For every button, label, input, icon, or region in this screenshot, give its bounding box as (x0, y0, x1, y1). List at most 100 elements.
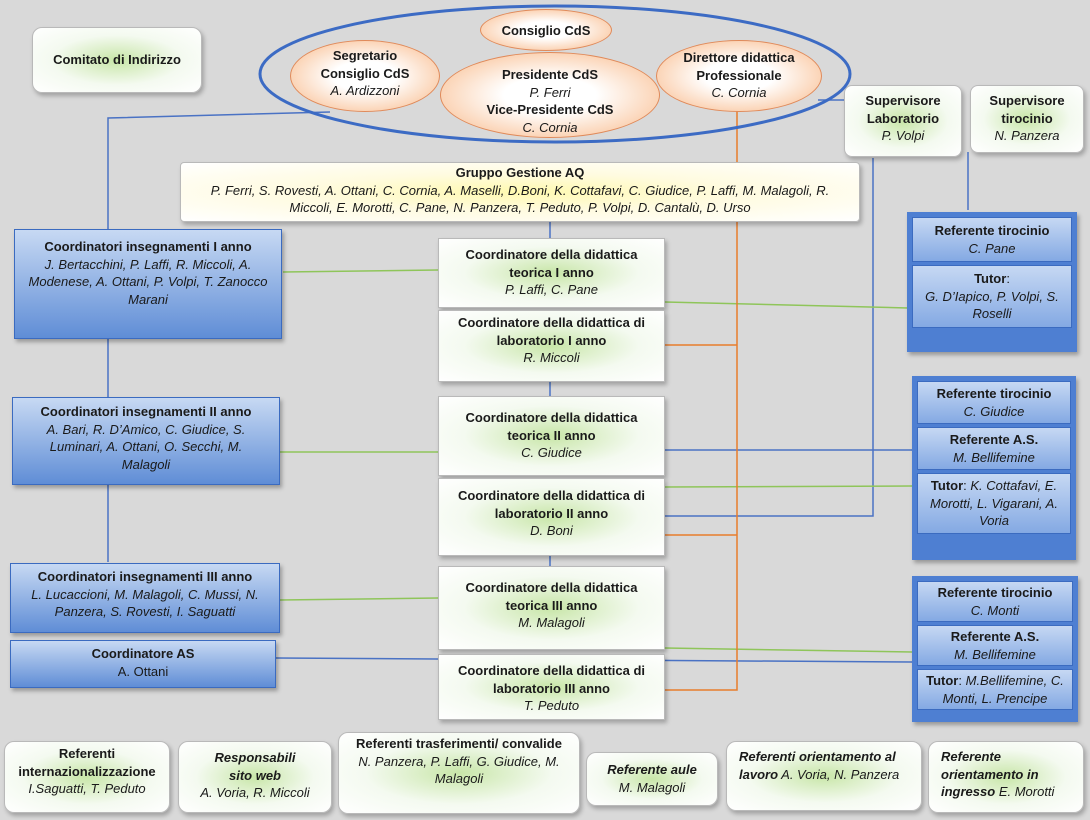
did-lab2-title: Coordinatore della didattica di laborato… (457, 488, 646, 521)
direttore-name: C. Cornia (711, 85, 767, 101)
coord1-title: Coordinatori insegnamenti I anno (44, 239, 252, 254)
aule-names: M. Malagoli (618, 779, 686, 795)
coord2-names: A. Bari, R. D’Amico, C. Giudice, S. Lumi… (46, 421, 246, 472)
line-c1-d1 (282, 269, 439, 273)
aule-title: Referente aule (607, 762, 697, 777)
line-direttore (665, 108, 738, 691)
tutor-iii: Tutor: M.Bellifemine, C. Monti, L. Prenc… (917, 669, 1073, 711)
did-lab3-title: Coordinatore della didattica di laborato… (457, 663, 646, 696)
comitato-box: Comitato di Indirizzo (32, 27, 202, 93)
segretario-name: A. Ardizzoni (330, 83, 400, 99)
did-lab2-name: D. Boni (530, 523, 573, 539)
internazionalizzazione-box: Referenti internazionalizzazione I.Sagua… (4, 741, 170, 813)
trasferimenti-box: Referenti trasferimenti/ convalide N. Pa… (338, 732, 580, 814)
coordinatori-ii-anno-box: Coordinatori insegnamenti II anno A. Bar… (12, 397, 280, 485)
did-teo1-title: Coordinatore della didattica teorica I a… (465, 247, 638, 280)
tutor-i: Tutor: G. D’Iapico, P. Volpi, S. Roselli (912, 265, 1072, 328)
did-teo2-title: Coordinatore della didattica teorica II … (465, 410, 638, 443)
sup-lab-name: P. Volpi (881, 128, 925, 144)
coord3-names: L. Lucaccioni, M. Malagoli, C. Mussi, N.… (31, 586, 259, 620)
line-d3-ref3 (664, 647, 913, 653)
ref3-as-name: M. Bellifemine (954, 646, 1036, 662)
tutor-ii: Tutor: K. Cottafavi, E. Morotti, L. Viga… (917, 473, 1071, 534)
referente-as-ii: Referente A.S. M. Bellifemine (917, 427, 1071, 471)
didattica-teorica-ii-box: Coordinatore della didattica teorica II … (438, 396, 665, 476)
gruppo-members: P. Ferri, S. Rovesti, A. Ottani, C. Corn… (210, 182, 830, 216)
consiglio-ellipse: Consiglio CdS (480, 9, 612, 51)
intern-title: Referenti internazionalizzazione (18, 746, 156, 779)
presidente-name: P. Ferri (529, 84, 571, 100)
direttore-title: Direttore didattica Professionale (683, 50, 795, 83)
intern-names: I.Saguatti, T. Peduto (28, 781, 146, 797)
referente-tirocinio-ii: Referente tirocinio C. Giudice (917, 381, 1071, 425)
did-lab1-name: R. Miccoli (523, 350, 580, 366)
didattica-teorica-i-box: Coordinatore della didattica teorica I a… (438, 238, 665, 308)
line-council-to-coordinators (107, 111, 331, 230)
ref3-as-title: Referente A.S. (950, 629, 1040, 645)
gruppo-title: Gruppo Gestione AQ (455, 165, 585, 180)
consiglio-title: Consiglio CdS (501, 23, 591, 38)
ori-text: Referente orientamento in ingresso E. Mo… (941, 749, 1055, 800)
sup-tir-name: N. Panzera (994, 128, 1060, 144)
vicepresidente-title: Vice-Presidente CdS (486, 102, 614, 118)
coordinatori-iii-anno-box: Coordinatori insegnamenti III anno L. Lu… (10, 563, 280, 633)
did-lab1-title: Coordinatore della didattica di laborato… (457, 315, 646, 348)
comitato-title: Comitato di Indirizzo (53, 52, 181, 67)
ref1-tir-title: Referente tirocinio (934, 223, 1050, 238)
coord-as-name: A. Ottani (117, 663, 169, 679)
direttore-ellipse: Direttore didattica Professionale C. Cor… (656, 40, 822, 112)
ref2-tutor: Tutor: K. Cottafavi, E. Morotti, L. Viga… (930, 478, 1058, 529)
sup-tir-title: Supervisore tirocinio (989, 93, 1065, 126)
orl-text: Referenti orientamento al lavoro A. Vori… (739, 749, 900, 782)
orientamento-lavoro-box: Referenti orientamento al lavoro A. Vori… (726, 741, 922, 811)
supervisore-tirocinio-box: Supervisore tirocinio N. Panzera (970, 85, 1084, 153)
referenti-iii-anno-group: Referente tirocinio C. Monti Referente A… (912, 576, 1078, 722)
presidente-ellipse: Presidente CdS P. Ferri Vice-Presidente … (440, 52, 660, 138)
coordinatore-as-box: Coordinatore AS A. Ottani (10, 640, 276, 688)
gruppo-gestione-box: Gruppo Gestione AQ P. Ferri, S. Rovesti,… (180, 162, 860, 222)
ref3-tutor: Tutor: M.Bellifemine, C. Monti, L. Prenc… (926, 673, 1064, 706)
did-teo2-name: C. Giudice (521, 445, 582, 461)
trasf-title: Referenti trasferimenti/ convalide (356, 736, 562, 751)
did-teo1-name: P. Laffi, C. Pane (505, 282, 598, 298)
aule-box: Referente aule M. Malagoli (586, 752, 718, 806)
did-teo3-title: Coordinatore della didattica teorica III… (465, 580, 638, 613)
referenti-i-anno-group: Referente tirocinio C. Pane Tutor: G. D’… (907, 212, 1077, 352)
line-c3-d3 (279, 597, 439, 601)
vicepresidente-name: C. Cornia (522, 119, 578, 135)
referente-as-iii: Referente A.S. M. Bellifemine (917, 625, 1073, 667)
segretario-ellipse: Segretario Consiglio CdS A. Ardizzoni (290, 40, 440, 112)
ref2-as-name: M. Bellifemine (953, 449, 1035, 465)
trasf-names: N. Panzera, P. Laffi, G. Giudice, M. Mal… (358, 753, 560, 787)
ref1-tutor-label: Tutor: (974, 271, 1010, 287)
referente-tirocinio-i: Referente tirocinio C. Pane (912, 217, 1072, 263)
didattica-teorica-iii-box: Coordinatore della didattica teorica III… (438, 566, 665, 650)
coord1-names: J. Bertacchini, P. Laffi, R. Miccoli, A.… (28, 256, 268, 307)
coordinatori-i-anno-box: Coordinatori insegnamenti I anno J. Bert… (14, 229, 282, 339)
ref3-tir-title: Referente tirocinio (937, 585, 1053, 600)
web-names: A. Voria, R. Miccoli (200, 785, 310, 801)
did-teo3-name: M. Malagoli (518, 615, 585, 631)
coord2-title: Coordinatori insegnamenti II anno (40, 404, 252, 419)
didattica-laboratorio-ii-box: Coordinatore della didattica di laborato… (438, 478, 665, 556)
web-title: Responsabili sito web (214, 750, 296, 783)
coord3-title: Coordinatori insegnamenti III anno (37, 569, 253, 584)
presidente-title: Presidente CdS (501, 67, 599, 82)
line-sup-lab (665, 158, 874, 517)
ref2-tir-name: C. Giudice (963, 403, 1025, 419)
referenti-ii-anno-group: Referente tirocinio C. Giudice Referente… (912, 376, 1076, 560)
ref1-tutor-names: G. D’Iapico, P. Volpi, S. Roselli (925, 288, 1059, 322)
referente-tirocinio-iii: Referente tirocinio C. Monti (917, 581, 1073, 623)
ref1-tir-name: C. Pane (968, 240, 1016, 256)
ref3-tir-name: C. Monti (970, 602, 1020, 618)
didattica-laboratorio-i-box: Coordinatore della didattica di laborato… (438, 310, 665, 382)
sito-web-box: Responsabili sito web A. Voria, R. Micco… (178, 741, 332, 813)
segretario-title: Segretario Consiglio CdS (320, 48, 410, 81)
ref2-tir-title: Referente tirocinio (936, 386, 1052, 401)
orientamento-ingresso-box: Referente orientamento in ingresso E. Mo… (928, 741, 1084, 813)
sup-lab-title: Supervisore Laboratorio (865, 93, 941, 126)
line-d1-ref1 (664, 301, 909, 309)
ref2-as-title: Referente A.S. (949, 432, 1039, 448)
council-ring (258, 4, 852, 144)
